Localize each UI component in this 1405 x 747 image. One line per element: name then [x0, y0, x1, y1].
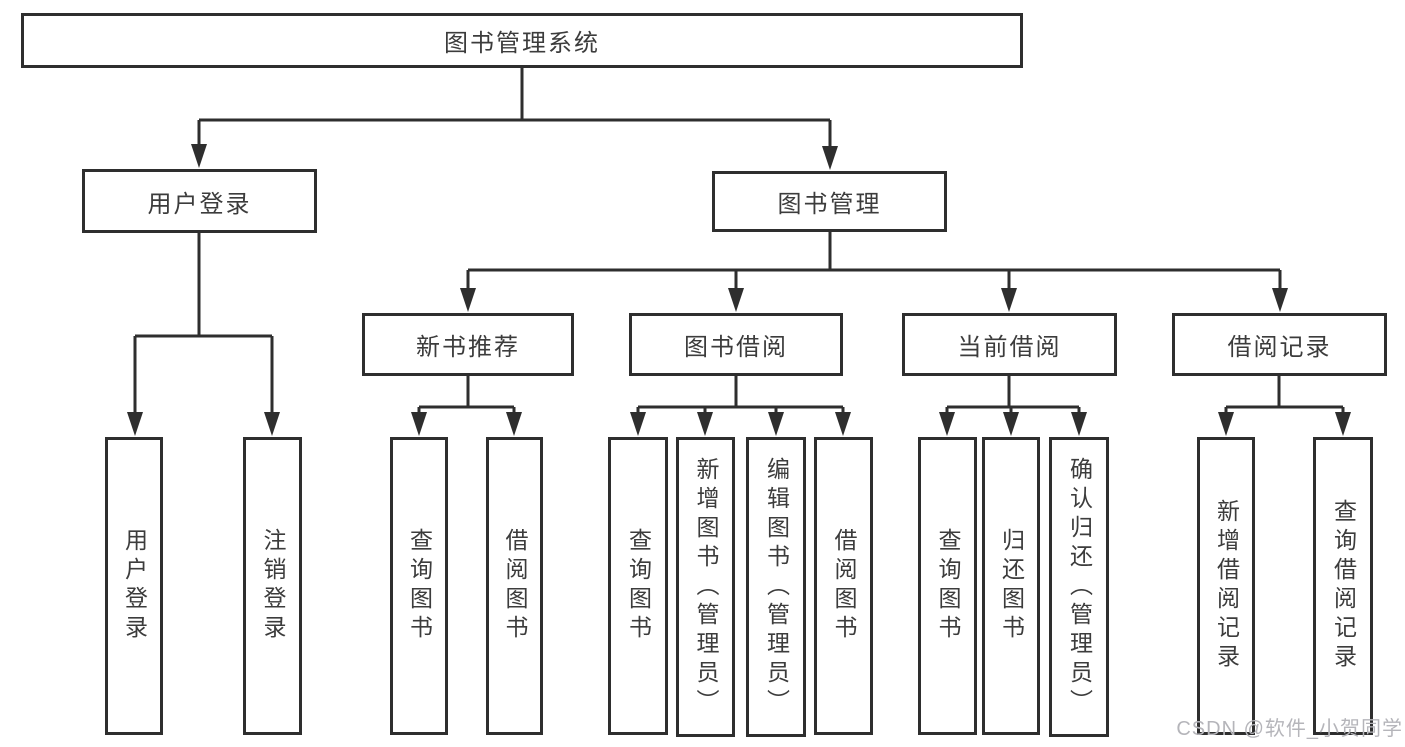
leaf-query-borrow-record: 查询借阅记录: [1313, 437, 1373, 735]
csdn-watermark: CSDN @软件_小贺同学: [1176, 718, 1403, 740]
arrowhead: [1218, 412, 1234, 436]
leaf-label: 查询图书: [406, 528, 433, 644]
arrowhead: [835, 412, 851, 436]
edge-current-borrow-to-leaves: [939, 376, 1087, 436]
arrowhead: [1001, 288, 1017, 312]
edge-user-login-to-leaves: [127, 233, 280, 436]
edge-root-to-level2: [191, 68, 838, 170]
edge-book-borrow-to-leaves: [630, 376, 851, 436]
leaf-user-login: 用户登录: [105, 437, 163, 735]
node-book-management: 图书管理: [712, 171, 947, 232]
arrowhead: [728, 288, 744, 312]
leaf-borrow-books-recommend: 借阅图书: [486, 437, 543, 735]
leaf-return-book: 归还图书: [982, 437, 1040, 735]
arrowhead: [768, 412, 784, 436]
leaf-label: 归还图书: [998, 528, 1025, 644]
leaf-query-books-borrow: 查询图书: [608, 437, 668, 735]
arrowhead: [191, 144, 207, 168]
leaf-label: 注销登录: [260, 528, 286, 644]
arrowhead: [411, 412, 427, 436]
node-current-borrow: 当前借阅: [902, 313, 1117, 376]
leaf-label: 新增借阅记录: [1213, 499, 1240, 673]
edge-borrow-record-to-leaves: [1218, 376, 1351, 436]
edge-new-book-rec-to-leaves: [411, 376, 522, 436]
arrowhead: [822, 146, 838, 170]
arrowhead: [1071, 412, 1087, 436]
leaf-label: 查询图书: [625, 528, 652, 644]
arrowhead: [264, 412, 280, 436]
arrowhead: [460, 288, 476, 312]
node-user-login: 用户登录: [82, 169, 317, 233]
arrowhead: [506, 412, 522, 436]
node-borrow-records: 借阅记录: [1172, 313, 1387, 376]
arrowhead: [1335, 412, 1351, 436]
node-root: 图书管理系统: [21, 13, 1023, 68]
leaf-add-borrow-record: 新增借阅记录: [1197, 437, 1255, 735]
leaf-label: 用户登录: [121, 528, 148, 644]
node-new-book-recommend: 新书推荐: [362, 313, 574, 376]
arrowhead: [697, 412, 713, 436]
leaf-label: 借阅图书: [502, 528, 528, 644]
leaf-logout-login: 注销登录: [243, 437, 302, 735]
arrowhead: [1003, 412, 1019, 436]
leaf-label: 编辑图书（管理员）: [763, 456, 790, 718]
leaf-confirm-return-admin: 确认归还（管理员）: [1049, 437, 1109, 737]
leaf-label: 借阅图书: [831, 528, 857, 644]
leaf-label: 新增图书（管理员）: [693, 456, 719, 718]
leaf-borrow-books-borrow: 借阅图书: [814, 437, 873, 735]
arrowhead: [127, 412, 143, 436]
node-book-borrow: 图书借阅: [629, 313, 843, 376]
leaf-label: 查询图书: [935, 528, 961, 644]
arrowhead: [939, 412, 955, 436]
leaf-query-books-recommend: 查询图书: [390, 437, 448, 735]
leaf-add-book-admin: 新增图书（管理员）: [676, 437, 735, 737]
leaf-label: 确认归还（管理员）: [1066, 456, 1093, 718]
arrowhead: [630, 412, 646, 436]
leaf-edit-book-admin: 编辑图书（管理员）: [746, 437, 806, 737]
arrowhead: [1272, 288, 1288, 312]
edge-book-mgmt-to-level3: [460, 232, 1288, 312]
leaf-label: 查询借阅记录: [1330, 499, 1357, 673]
leaf-query-books-current: 查询图书: [918, 437, 977, 735]
